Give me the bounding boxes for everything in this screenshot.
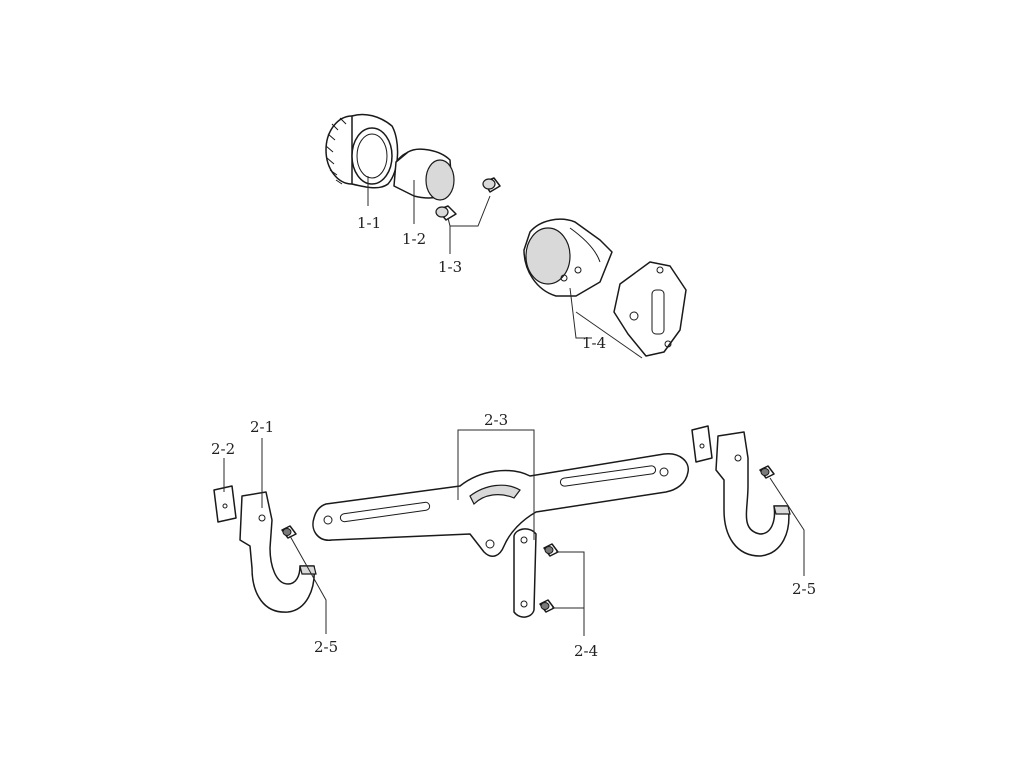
label-1-3: 1-3 bbox=[438, 258, 462, 276]
label-1-2: 1-2 bbox=[402, 230, 426, 248]
part-1-2-sleeve bbox=[393, 148, 455, 201]
label-2-5-left: 2-5 bbox=[314, 638, 338, 656]
part-1-1-knurled-ring bbox=[325, 113, 399, 189]
part-2-4-screw-upper bbox=[543, 543, 559, 557]
label-2-1: 2-1 bbox=[250, 418, 274, 436]
part-2-2-left-block bbox=[213, 485, 237, 523]
labels: 1-1 1-2 1-3 1-4 2-1 2-2 2-3 2-4 2-5 2-5 bbox=[211, 214, 816, 660]
label-2-4: 2-4 bbox=[574, 642, 598, 660]
part-2-3-slotted-bar bbox=[312, 453, 689, 557]
label-1-1: 1-1 bbox=[357, 214, 381, 232]
part-2-2-right-block bbox=[691, 425, 713, 463]
part-2-1-left-hook bbox=[239, 491, 317, 613]
part-1-4-housing bbox=[523, 218, 613, 297]
part-2-4-screw-lower bbox=[539, 599, 555, 613]
part-1-3-screw-lower bbox=[435, 205, 457, 221]
part-2-4-plate bbox=[513, 528, 537, 618]
label-2-2: 2-2 bbox=[211, 440, 235, 458]
part-1-4-bracket-plate bbox=[613, 261, 687, 357]
label-1-4: 1-4 bbox=[582, 334, 606, 352]
part-2-1-right-hook bbox=[715, 431, 791, 557]
label-2-3: 2-3 bbox=[484, 411, 508, 429]
leader-lines bbox=[223, 176, 805, 636]
part-2-5-right-screw bbox=[759, 465, 775, 479]
part-2-5-left-screw bbox=[281, 525, 297, 539]
label-2-5-right: 2-5 bbox=[792, 580, 816, 598]
part-1-3-screw-upper bbox=[482, 177, 501, 193]
